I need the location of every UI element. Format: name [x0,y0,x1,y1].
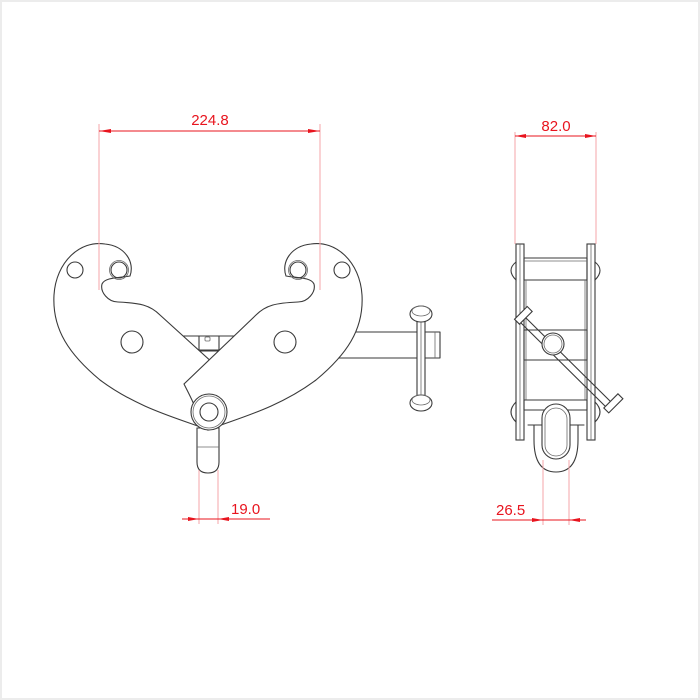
top-right-pin-head [594,260,601,282]
dimension-jaw-span: 224.8 [98,112,321,290]
clamp-arm [334,331,441,359]
side-clamp-screw [513,305,624,414]
left-jaw-mid-hole [120,330,144,354]
pivot-boss [190,393,228,431]
left-jaw-hole-inner [110,261,128,279]
dim-label-82-0: 82.0 [541,118,570,135]
dimension-side-width: 82.0 [514,118,597,244]
pivot-pin [199,402,219,422]
shackle-inner-loop [541,403,571,460]
bottom-left-pin-head [510,400,517,424]
left-jaw-hole-outer [66,261,84,279]
dimension-shackle-width: 19.0 [182,470,270,524]
lifting-shackle [196,427,220,474]
top-left-pin-head [510,260,517,282]
top-block [523,257,588,281]
bottom-right-pin-head [594,400,601,424]
middle-block [523,329,588,361]
right-jaw-hole-outer [333,261,351,279]
side-view [510,243,624,473]
right-jaw [183,243,363,431]
right-jaw-hole-inner [289,261,307,279]
right-jaw-mid-hole [273,330,297,354]
dimension-eye-width: 26.5 [492,460,586,525]
dim-label-224-8: 224.8 [191,112,229,129]
front-view [53,243,441,474]
dim-label-26-5: 26.5 [496,502,525,519]
dim-label-19-0: 19.0 [231,501,260,518]
